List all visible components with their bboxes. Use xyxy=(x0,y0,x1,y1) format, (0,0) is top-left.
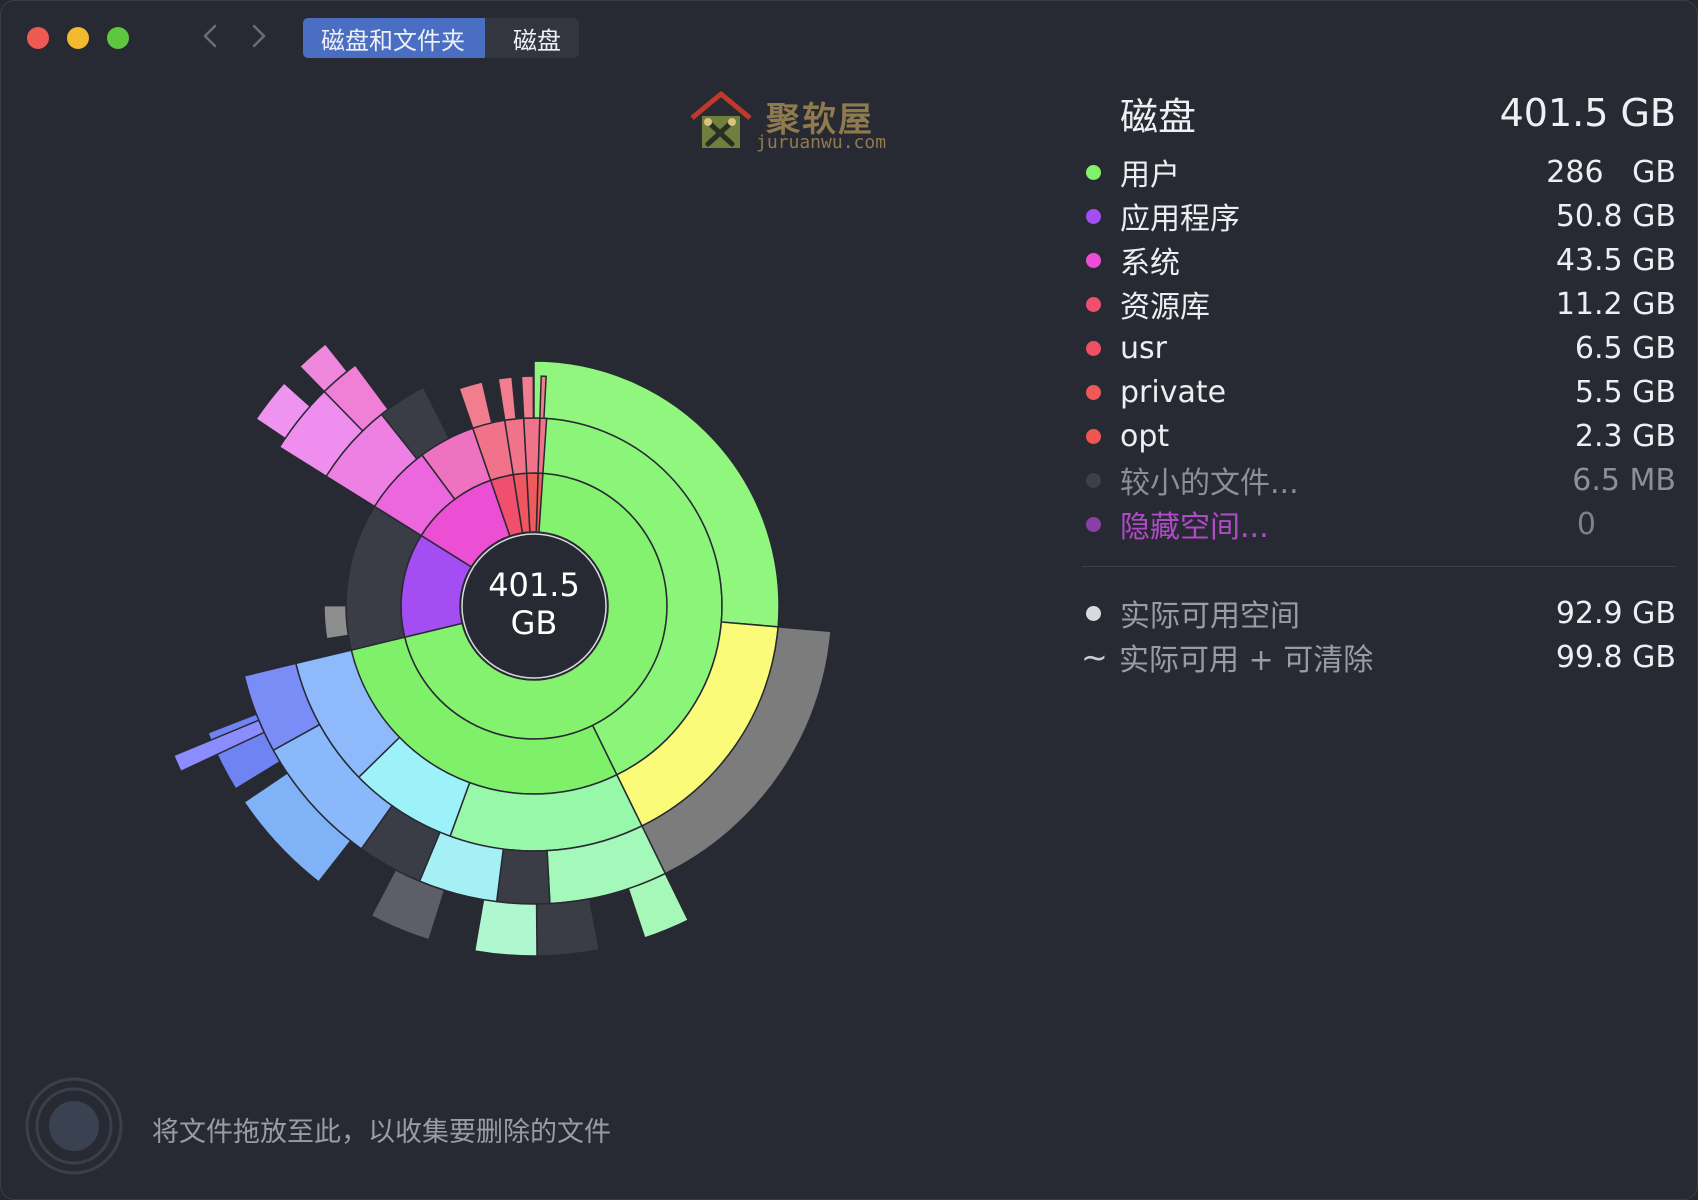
category-name: usr xyxy=(1120,330,1167,366)
sunburst-child-segment[interactable] xyxy=(370,868,446,941)
back-button[interactable] xyxy=(193,18,229,54)
sunburst-child-segment[interactable] xyxy=(298,342,349,393)
zoom-button[interactable] xyxy=(107,27,129,49)
smaller-files-size: 6.5 MB xyxy=(1572,462,1676,498)
forward-button[interactable] xyxy=(240,18,276,54)
smaller-files-label: 较小的文件... xyxy=(1120,466,1299,501)
chart-center-value: 401.5 xyxy=(488,566,580,604)
collector-icon xyxy=(25,1077,123,1175)
watermark-brand-cn: 聚软屋 xyxy=(766,100,874,140)
house-tools-logo-icon xyxy=(690,91,752,148)
hidden-space-row[interactable]: 隐藏空间... 0 xyxy=(1082,502,1676,546)
sunburst-svg xyxy=(172,342,832,957)
category-row[interactable]: 用户 286 GB xyxy=(1082,150,1676,194)
hidden-space-label: 隐藏空间... xyxy=(1120,510,1269,545)
sunburst-child-segment[interactable] xyxy=(535,897,601,957)
category-row[interactable]: private 5.5 GB xyxy=(1082,370,1676,414)
available-purgeable-label: 实际可用 + 可清除 xyxy=(1119,643,1374,678)
category-row[interactable]: usr 6.5 GB xyxy=(1082,326,1676,370)
sunburst-child-segment[interactable] xyxy=(497,376,517,422)
available-space-row: 实际可用空间 92.9 GB xyxy=(1082,591,1676,635)
category-color-dot xyxy=(1086,340,1101,356)
sunburst-child-segment[interactable] xyxy=(323,604,350,640)
category-row[interactable]: 系统 43.5 GB xyxy=(1082,238,1676,282)
sunburst-child-segment[interactable] xyxy=(539,375,547,420)
category-size: 11.2 GB xyxy=(1555,286,1676,322)
watermark-logo: 聚软屋 juruanwu.com xyxy=(688,88,888,158)
chevron-left-icon xyxy=(203,24,217,48)
category-name: 用户 xyxy=(1120,158,1180,193)
available-space-label: 实际可用空间 xyxy=(1120,599,1300,634)
category-color-dot xyxy=(1086,384,1101,400)
minimize-button[interactable] xyxy=(67,27,89,49)
category-size: 6.5 GB xyxy=(1574,330,1676,366)
chart-center-label[interactable]: 401.5 GB xyxy=(442,566,626,642)
category-color-dot xyxy=(1086,428,1101,444)
panel-divider xyxy=(1082,566,1676,567)
hidden-space-size: 0 xyxy=(1576,506,1596,542)
category-row[interactable]: 资源库 11.2 GB xyxy=(1082,282,1676,326)
category-color-dot xyxy=(1086,208,1101,224)
sunburst-child-segment[interactable] xyxy=(458,380,493,430)
sunburst-child-segment[interactable] xyxy=(522,417,541,474)
category-color-dot xyxy=(1086,296,1101,312)
sunburst-center-disc[interactable] xyxy=(461,533,607,679)
chevron-right-icon xyxy=(252,24,266,48)
category-name: private xyxy=(1120,374,1227,410)
panel-title: 磁盘 xyxy=(1120,94,1197,139)
category-color-dot xyxy=(1086,252,1101,268)
category-row[interactable]: opt 2.3 GB xyxy=(1082,414,1676,458)
panel-header: 磁盘 401.5 GB xyxy=(1082,90,1676,139)
category-name: 应用程序 xyxy=(1120,202,1240,237)
available-space-size: 92.9 GB xyxy=(1555,595,1676,631)
sunburst-child-segment[interactable] xyxy=(380,386,451,460)
category-size: 43.5 GB xyxy=(1555,242,1676,278)
hidden-space-dot xyxy=(1086,516,1101,532)
category-name: 资源库 xyxy=(1120,290,1210,325)
size-panel: 磁盘 401.5 GB 用户 286 GB 应用程序 50.8 GB 系统 43.5 GB… xyxy=(1081,90,1676,679)
category-row[interactable]: 应用程序 50.8 GB xyxy=(1082,194,1676,238)
close-button[interactable] xyxy=(27,27,49,49)
available-space-dot xyxy=(1086,605,1101,621)
sunburst-child-segment[interactable] xyxy=(495,848,551,905)
category-name: 系统 xyxy=(1120,246,1180,281)
watermark-brand-en: juruanwu.com xyxy=(756,132,887,153)
category-size: 50.8 GB xyxy=(1555,198,1676,234)
category-size: 286 GB xyxy=(1546,154,1676,190)
sunburst-child-segment[interactable] xyxy=(255,381,312,440)
category-name: opt xyxy=(1120,418,1170,454)
sunburst-child-segment[interactable] xyxy=(627,872,690,939)
smaller-files-dot xyxy=(1086,472,1101,488)
available-purgeable-row: ~ 实际可用 + 可清除 99.8 GB xyxy=(1081,635,1676,679)
sunburst-child-segment[interactable] xyxy=(172,719,266,773)
category-size: 2.3 GB xyxy=(1574,418,1676,454)
available-purgeable-size: 99.8 GB xyxy=(1555,639,1676,675)
breadcrumb-item-disk[interactable]: 磁盘 xyxy=(485,18,579,58)
chart-center-unit: GB xyxy=(510,604,558,642)
category-color-dot xyxy=(1086,164,1101,180)
drop-hint-text: 将文件拖放至此，以收集要删除的文件 xyxy=(152,1117,611,1148)
smaller-files-row[interactable]: 较小的文件... 6.5 MB xyxy=(1082,458,1676,502)
sunburst-child-segment[interactable] xyxy=(243,771,352,883)
panel-total-size: 401.5 GB xyxy=(1499,91,1676,135)
category-size: 5.5 GB xyxy=(1574,374,1676,410)
sunburst-child-segment[interactable] xyxy=(520,375,535,420)
sunburst-child-segment[interactable] xyxy=(473,898,538,957)
category-list: 用户 286 GB 应用程序 50.8 GB 系统 43.5 GB 资源库 11.2 GB us… xyxy=(1082,150,1676,458)
collector-drop-target[interactable] xyxy=(24,1076,124,1176)
breadcrumb: 磁盘和文件夹 磁盘 xyxy=(303,18,579,58)
sunburst-chart: 401.5 GB xyxy=(172,342,832,957)
tilde-icon: ~ xyxy=(1081,638,1108,676)
